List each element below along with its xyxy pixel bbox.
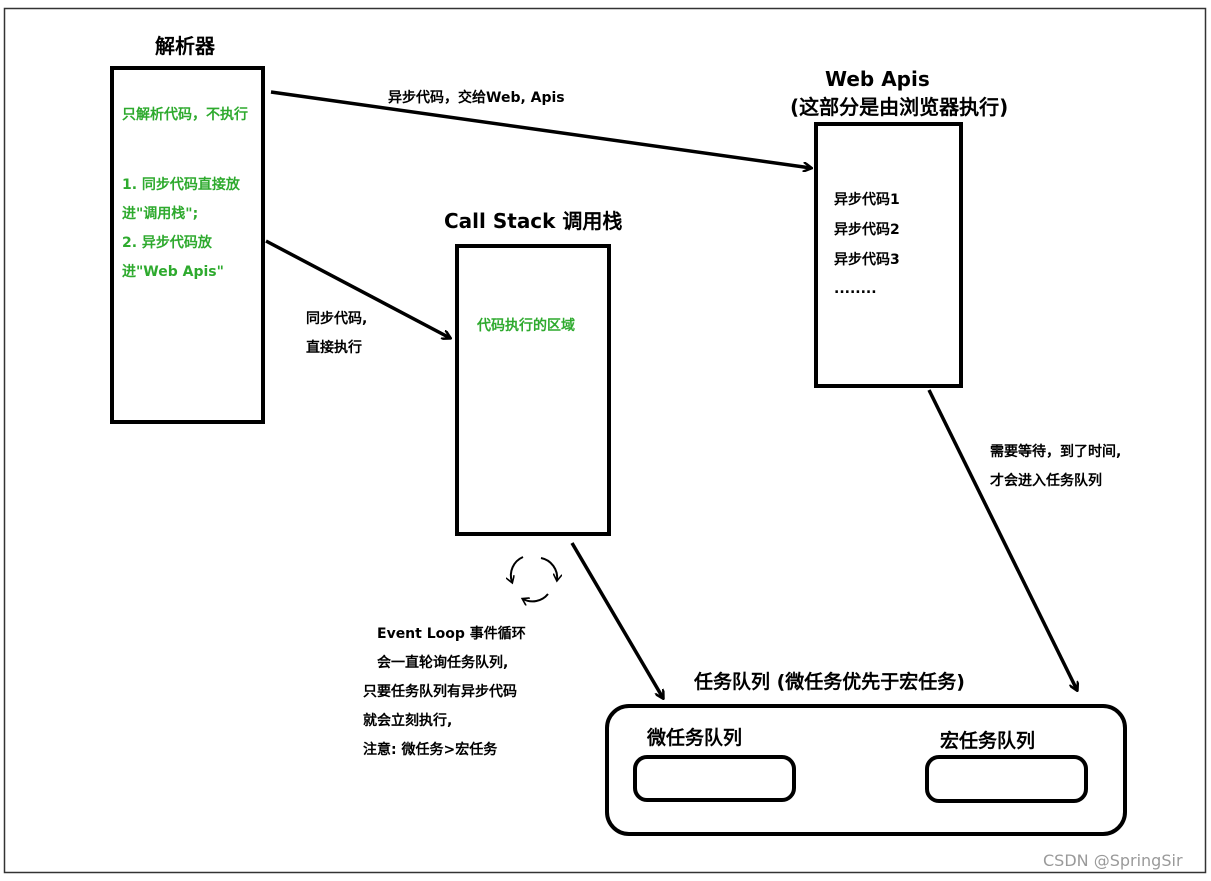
call-stack-note: 代码执行的区域 <box>477 318 575 334</box>
parser-box <box>110 66 265 424</box>
event-loop-line-5: 注意: 微任务>宏任务 <box>363 742 498 758</box>
web-apis-subtitle: (这部分是由浏览器执行) <box>790 95 1009 119</box>
parser-note-line-3: 2. 异步代码放 <box>122 235 212 251</box>
parser-note-line-2: 进"调用栈"; <box>122 206 199 222</box>
sync-arrow-label-line-1: 同步代码, <box>306 311 368 327</box>
arrow-eventloop-to-queue <box>570 542 663 698</box>
web-apis-box <box>814 122 963 388</box>
call-stack-title: Call Stack 调用栈 <box>444 209 623 233</box>
task-queue-box <box>605 704 1127 836</box>
parser-note-line-4: 进"Web Apis" <box>122 264 224 280</box>
task-queue-title: 任务队列 (微任务优先于宏任务) <box>694 671 965 693</box>
web-apis-item: 异步代码1 <box>834 192 900 208</box>
parser-note-top: 只解析代码，不执行 <box>122 107 248 123</box>
parser-title: 解析器 <box>155 34 215 58</box>
event-loop-line-4: 就会立刻执行, <box>363 713 453 729</box>
outer-frame <box>3 7 1207 874</box>
web-apis-item: ........ <box>834 281 877 297</box>
web-apis-title: Web Apis <box>825 67 930 91</box>
sync-arrow-label-line-2: 直接执行 <box>306 340 362 356</box>
web-apis-item: 异步代码3 <box>834 252 900 268</box>
arrow-sync-to-callstack <box>265 239 450 338</box>
parser-note-line-1: 1. 同步代码直接放 <box>122 177 240 193</box>
web-apis-item: 异步代码2 <box>834 222 900 238</box>
arrow-webapis-to-queue <box>927 389 1077 690</box>
event-loop-line-3: 只要任务队列有异步代码 <box>363 684 517 700</box>
call-stack-box <box>455 244 611 536</box>
watermark: CSDN @SpringSir <box>1043 851 1183 870</box>
arrow-async-to-webapis <box>270 90 811 168</box>
async-arrow-label: 异步代码，交给Web, Apis <box>388 90 565 106</box>
macro-task-slot <box>925 755 1088 803</box>
micro-task-label: 微任务队列 <box>647 727 743 749</box>
macro-task-label: 宏任务队列 <box>940 730 1036 752</box>
event-loop-cycle-icon <box>511 556 557 601</box>
wait-arrow-label-line-1: 需要等待，到了时间, <box>990 444 1122 460</box>
micro-task-slot <box>633 755 796 802</box>
wait-arrow-label-line-2: 才会进入任务队列 <box>990 473 1102 489</box>
event-loop-line-1: Event Loop 事件循环 <box>377 626 526 642</box>
event-loop-line-2: 会一直轮询任务队列, <box>377 655 509 671</box>
